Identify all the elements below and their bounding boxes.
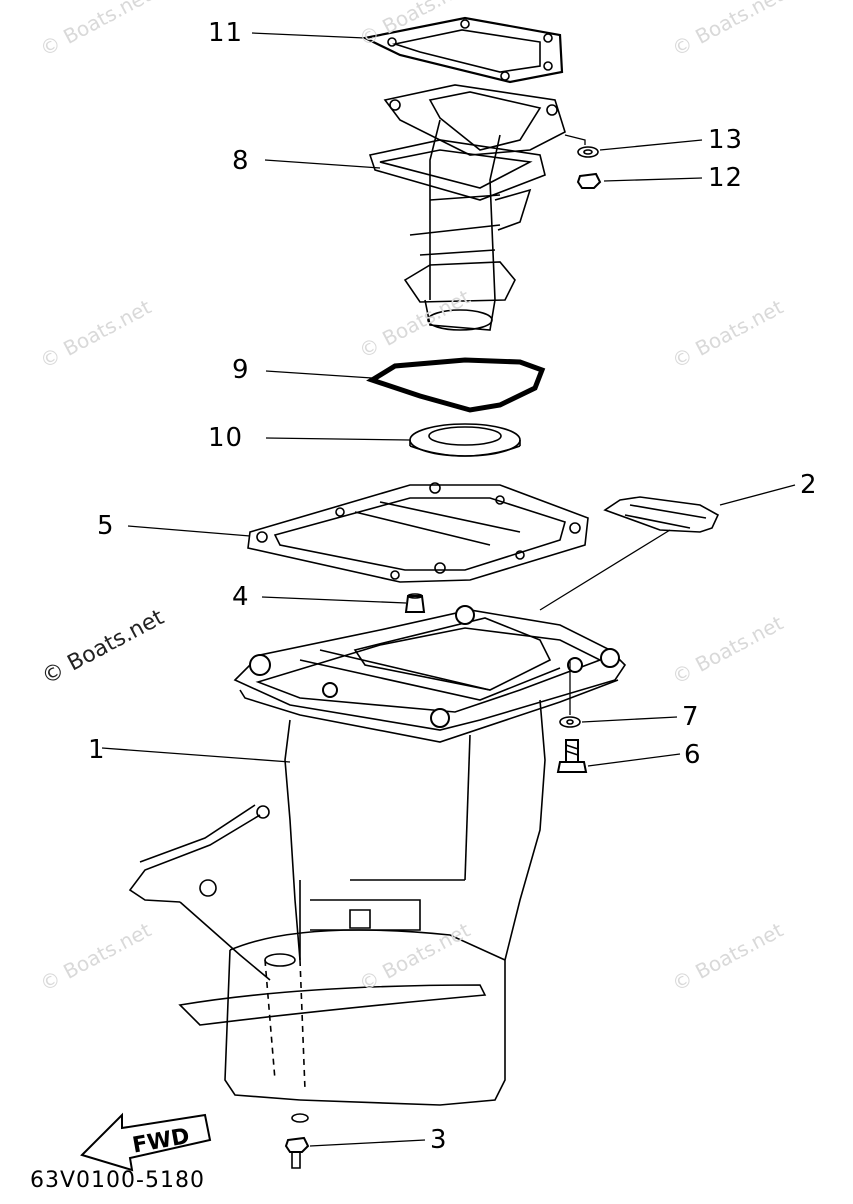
upper-casing-1 <box>128 605 627 1123</box>
callout-4: 4 <box>232 582 250 612</box>
callout-5: 5 <box>97 511 115 541</box>
fwd-arrow: FWD <box>80 1112 212 1172</box>
callout-8: 8 <box>232 146 250 176</box>
damper-10 <box>409 423 521 457</box>
fwd-label: FWD <box>131 1124 192 1159</box>
washer-7 <box>559 660 581 728</box>
callout-1: 1 <box>88 735 106 765</box>
diagram-part-code: 63V0100-5180 <box>30 1168 205 1193</box>
bolt-12 <box>576 172 602 189</box>
gasket-5 <box>247 482 589 583</box>
washer-13 <box>564 134 599 158</box>
callout-2: 2 <box>800 470 818 500</box>
exhaust-guide-8 <box>368 84 566 331</box>
callout-7: 7 <box>682 702 700 732</box>
dowel-4 <box>404 593 426 613</box>
bolt-6 <box>556 739 588 773</box>
gasket-11 <box>361 16 564 84</box>
callout-12: 12 <box>708 163 744 193</box>
bolt-3 <box>284 1136 310 1169</box>
seal-9 <box>366 357 546 413</box>
callout-13: 13 <box>708 125 744 155</box>
cover-2 <box>539 496 720 611</box>
callout-9: 9 <box>232 355 250 385</box>
leader-lines <box>101 32 796 1147</box>
callout-3: 3 <box>430 1125 448 1155</box>
callout-11: 11 <box>208 18 244 48</box>
callout-6: 6 <box>684 740 702 770</box>
callout-10: 10 <box>208 423 244 453</box>
